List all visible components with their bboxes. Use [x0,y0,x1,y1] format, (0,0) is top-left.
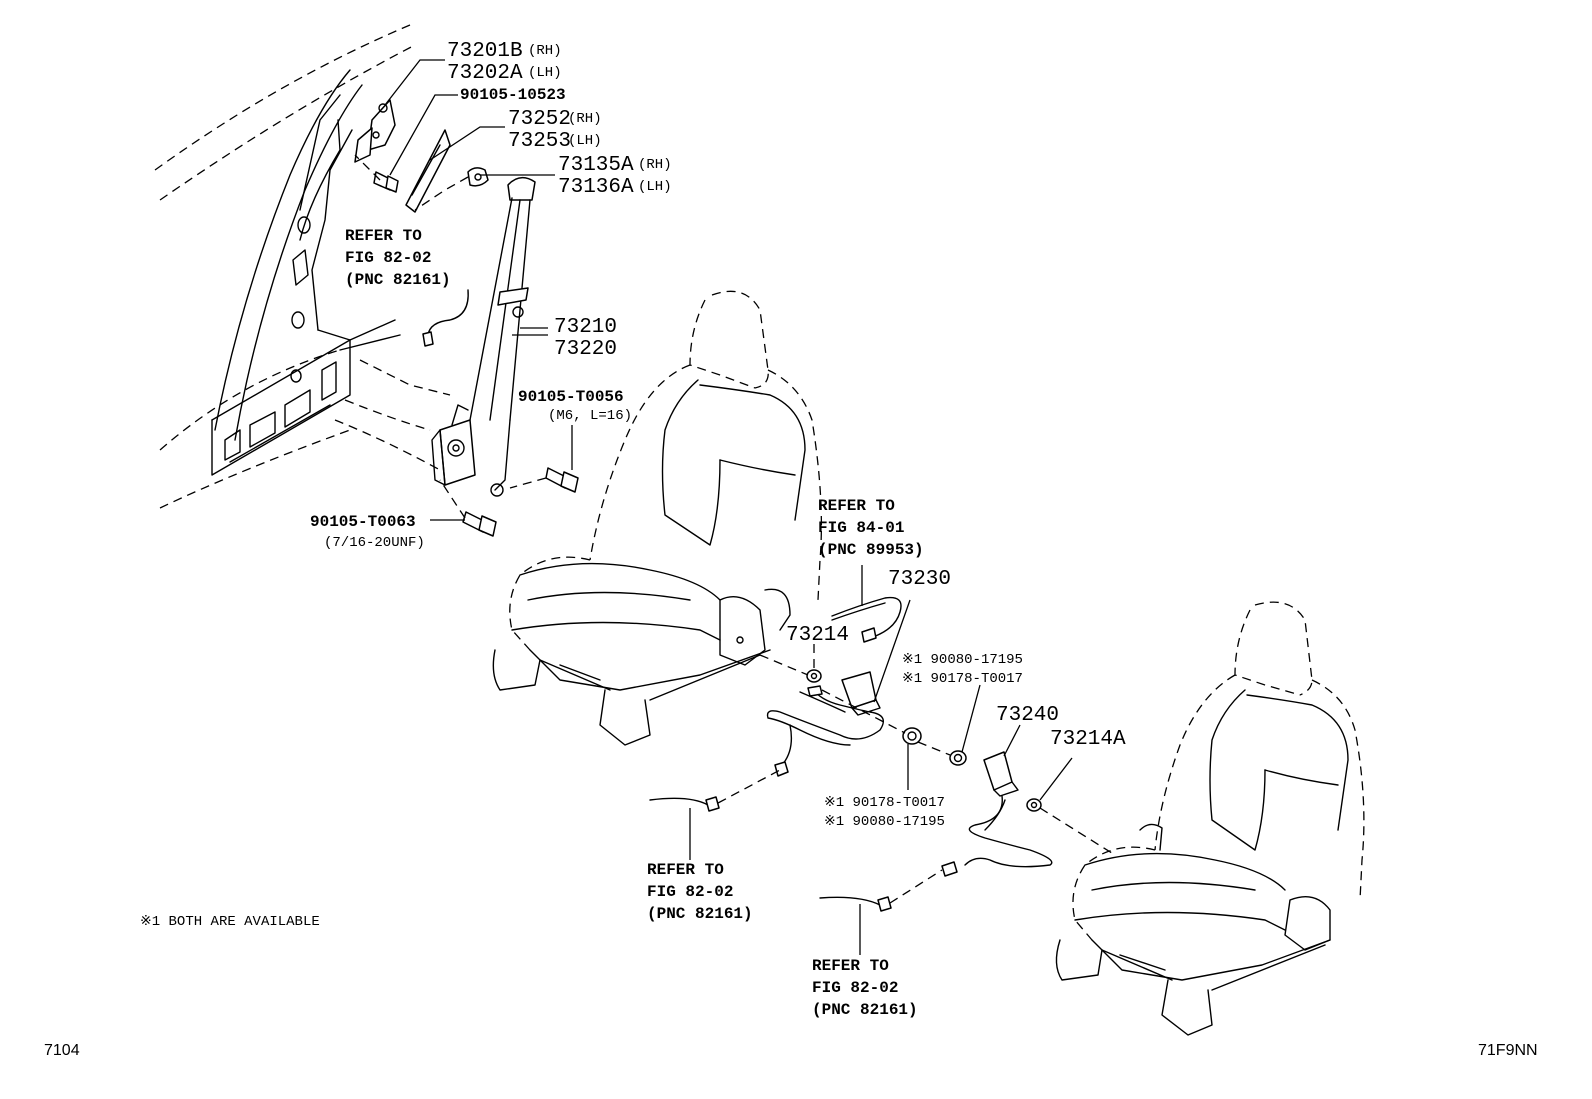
label-7-16-20unf: (7/16-20UNF) [324,535,425,551]
label-90105-t0056: 90105-T0056 [518,388,624,406]
label-alt1-90080-17195: ※1 90080-17195 [902,652,1023,668]
front-seat-left [492,290,823,746]
label-refer2-line3: (PNC 89953) [818,541,924,559]
bolt-90105-t0056 [545,425,579,493]
washer-73214 [806,669,823,697]
label-90105-10523: 90105-10523 [460,86,566,104]
label-90105-t0063: 90105-T0063 [310,513,416,531]
label-73214: 73214 [786,624,849,647]
label-rh-2: (RH) [568,111,602,127]
nut-right [949,684,981,766]
label-refer3-line2: FIG 82-02 [647,883,733,901]
label-73210: 73210 [554,316,617,339]
label-73202a: 73202A [447,62,523,85]
buckle-73230 [766,599,911,777]
label-73230: 73230 [888,568,951,591]
label-73136a: 73136A [558,176,634,199]
diagram-code-right: 71F9NN [1478,1042,1538,1059]
bolt-90105-t0063 [462,511,497,537]
part-labels: 73201B (RH) 73202A (LH) 90105-10523 7325… [44,40,1538,1059]
seat-belt-assembly [431,176,536,497]
label-73201b: 73201B [447,40,523,63]
buckle-73240 [941,724,1053,877]
label-73253: 73253 [508,130,571,153]
diagram-code-left: 7104 [44,1042,80,1059]
label-lh-3: (LH) [638,179,672,195]
front-seat-right [1055,601,1365,1036]
body-pillar-structure [154,24,451,509]
label-alt2-90178-t0017: ※1 90178-T0017 [824,795,945,811]
label-refer4-line3: (PNC 82161) [812,1001,918,1019]
label-refer4-line2: FIG 82-02 [812,979,898,997]
wire-connector-89953 [831,565,902,643]
note-both-available: ※1 BOTH ARE AVAILABLE [140,914,320,930]
label-refer3-line3: (PNC 82161) [647,905,753,923]
label-refer1-line1: REFER TO [345,227,422,245]
label-73240: 73240 [996,704,1059,727]
leader-lines [384,59,555,521]
label-alt2-90080-17195: ※1 90080-17195 [824,814,945,830]
mounting-dash-lines [354,154,1116,904]
wire-connector-left [422,289,469,347]
harness-connector-center [649,796,720,860]
label-m6: (M6, L=16) [548,408,632,424]
shoulder-adjuster [354,99,396,163]
pillar-cover [405,129,451,213]
label-lh-1: (LH) [528,65,562,81]
anchor-clip [467,167,489,187]
label-73214a: 73214A [1050,728,1126,751]
label-73135a: 73135A [558,154,634,177]
washer-73214a [1026,757,1073,812]
nut-center [902,727,922,790]
label-lh-2: (LH) [568,133,602,149]
label-rh-1: (RH) [528,43,562,59]
label-refer1-line3: (PNC 82161) [345,271,451,289]
label-refer4-line1: REFER TO [812,957,889,975]
label-73252: 73252 [508,108,571,131]
harness-connector-right [819,896,892,955]
label-refer1-line2: FIG 82-02 [345,249,431,267]
bolt-90105-10523 [373,171,399,193]
label-73220: 73220 [554,338,617,361]
label-refer2-line1: REFER TO [818,497,895,515]
label-refer2-line2: FIG 84-01 [818,519,904,537]
label-refer3-line1: REFER TO [647,861,724,879]
label-rh-3: (RH) [638,157,672,173]
label-alt1-90178-t0017: ※1 90178-T0017 [902,671,1023,687]
